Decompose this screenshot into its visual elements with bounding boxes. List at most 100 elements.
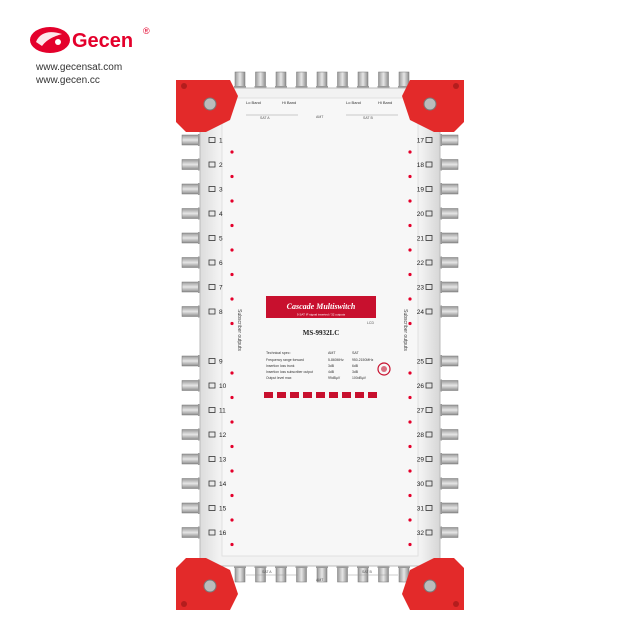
top-f-connector: [377, 71, 390, 91]
left-f-connector: [181, 526, 203, 539]
top-f-connector: [295, 71, 308, 91]
port-icon: [425, 284, 433, 290]
gecen-logo-icon: [30, 27, 70, 53]
right-f-connector: [437, 281, 459, 293]
top-port-labels: Lo Band Hi Band Lo Band Hi Band SAT A SA…: [246, 100, 398, 120]
left-output-number: 3: [219, 187, 223, 194]
right-output-connectors: [437, 134, 459, 539]
left-f-connector: [181, 207, 203, 220]
port-icon: [425, 358, 433, 364]
led-dot: [408, 297, 412, 301]
led-dot: [230, 199, 234, 203]
website-url-1[interactable]: www.gecensat.com: [36, 62, 123, 73]
led-dot: [230, 395, 234, 400]
spec-table: Technical spec: AMT SAT Frequency range …: [266, 351, 374, 380]
port-icon: [208, 505, 216, 511]
led-dot: [408, 150, 412, 154]
bottom-terrestrial-label: AMT: [316, 578, 324, 582]
port-icon: [425, 505, 433, 511]
spec-row-label: Insertion loss subscriber output: [266, 370, 313, 374]
port-icon: [208, 259, 216, 266]
left-output-number: 6: [219, 260, 223, 267]
led-dot: [230, 420, 234, 424]
right-f-connector: [437, 355, 459, 367]
left-output-number: 7: [219, 285, 223, 292]
top-input-connectors: [234, 71, 410, 91]
led-dot: [230, 223, 234, 228]
top-f-connector: [316, 71, 328, 91]
led-dot: [230, 174, 234, 179]
led-dot: [408, 321, 412, 326]
left-f-connector: [181, 305, 203, 318]
led-dot: [408, 444, 412, 449]
left-output-number: 11: [219, 408, 226, 415]
left-f-connector: [181, 453, 203, 465]
port-icon: [208, 161, 216, 168]
port-icon: [208, 456, 216, 462]
right-f-connector: [437, 502, 459, 514]
right-output-number: 27: [417, 408, 425, 415]
spec-header-label: Technical spec:: [266, 351, 291, 355]
right-f-connector: [437, 183, 459, 195]
left-f-connector: [181, 355, 203, 367]
led-dot: [230, 444, 234, 449]
led-dot: [408, 272, 412, 277]
bottom-sat-b-label: SAT B: [362, 570, 372, 574]
weee-icon: [368, 392, 377, 398]
led-dot: [230, 542, 234, 547]
right-output-number: 20: [417, 211, 425, 218]
top-f-connector: [336, 71, 349, 91]
left-output-number: 15: [219, 506, 227, 513]
mounting-bracket-bottom-right: [402, 558, 464, 610]
left-output-number: 9: [219, 359, 223, 366]
device-face: [221, 97, 419, 557]
led-indicators: [230, 150, 412, 547]
bottom-f-connector: [377, 563, 390, 583]
bottom-f-connector: [295, 563, 308, 583]
led-dot: [408, 469, 412, 473]
port-icon: [208, 529, 216, 536]
left-f-connector: [181, 477, 203, 490]
mounting-bracket-top-right: [402, 80, 464, 132]
port-icon: [208, 407, 216, 413]
spec-row: Insertion loss subscriber output 4dB 3dB: [266, 370, 359, 374]
right-output-number: 32: [417, 530, 425, 537]
port-icon: [208, 186, 216, 192]
product-label: Cascade Multiswitch 9 SAT IF signal inse…: [264, 296, 391, 398]
led-dot: [230, 493, 234, 498]
right-output-number: 28: [417, 432, 425, 439]
cert-icon: [264, 392, 273, 398]
left-subscriber-outputs-label: Subscriber outputs: [236, 309, 242, 351]
right-output-number: 22: [417, 260, 425, 267]
top-f-connector: [254, 71, 267, 91]
right-f-connector: [437, 453, 459, 465]
port-icon: [208, 308, 216, 315]
spec-row-sat: 950-2150MHz: [352, 358, 374, 362]
top-port-hi-band-1: Hi Band: [282, 100, 296, 105]
right-f-connector: [437, 477, 459, 490]
top-port-lo-band-2: Lo Band: [346, 100, 361, 105]
led-dot: [408, 420, 412, 424]
left-f-connector: [181, 256, 203, 269]
top-f-connector: [357, 71, 369, 91]
left-output-number: 14: [219, 481, 227, 488]
right-subscriber-outputs-label: Subscriber outputs: [402, 309, 408, 351]
led-dot: [408, 223, 412, 228]
port-icon: [425, 480, 433, 487]
title-banner: [266, 296, 376, 318]
bottom-sat-a-label: SAT A: [262, 570, 272, 574]
led-dot: [408, 395, 412, 400]
right-f-connector: [437, 134, 459, 146]
spec-row-amt: 99dBµV: [328, 376, 341, 380]
website-url-2[interactable]: www.gecen.cc: [36, 75, 100, 86]
left-f-connector: [181, 134, 203, 146]
right-f-connector: [437, 158, 459, 171]
right-f-connector: [437, 404, 459, 416]
right-output-number: 19: [417, 187, 425, 194]
led-dot: [230, 150, 234, 154]
mounting-bracket-bottom-left: [176, 558, 238, 610]
bottom-port-labels: SAT A SAT B AMT: [246, 570, 398, 582]
port-icon: [425, 137, 433, 143]
spec-row-sat: 6dB: [352, 364, 359, 368]
